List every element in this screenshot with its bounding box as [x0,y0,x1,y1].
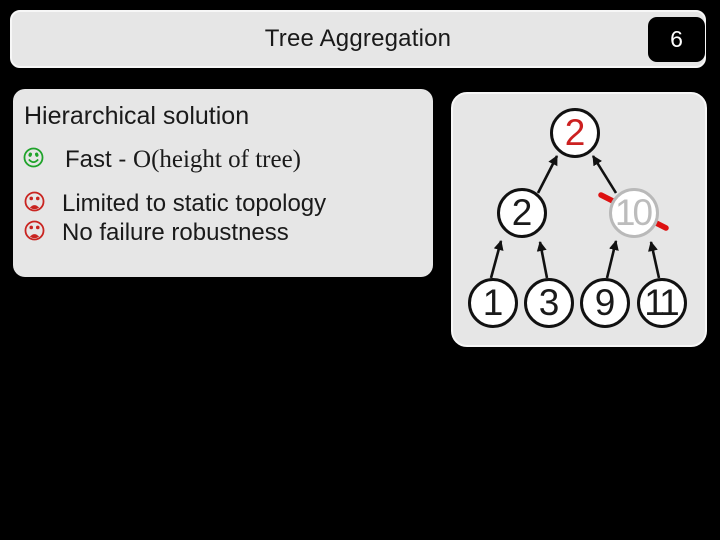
bullet-text: Limited to static topology [62,190,327,217]
node-value: 10 [614,191,653,233]
tree-node-root: 2 [550,108,600,158]
edge-9-to-10 [605,240,619,279]
bullet-no-robustness: No failure robustness [24,219,289,247]
tree-leaf-11: 11 [637,278,687,328]
node-value: 2 [564,111,586,153]
tree-leaf-9: 9 [580,278,630,328]
node-value: 3 [538,281,560,323]
bullet-static-topology: Limited to static topology [24,190,326,218]
bullet-text: No failure robustness [62,219,289,246]
happy-face-icon [23,147,44,168]
sad-face-icon [24,191,45,212]
edge-left2-to-root [536,155,559,194]
node-value: 1 [482,281,504,323]
edge-1-to-2 [489,240,504,279]
node-value: 9 [594,281,616,323]
content-heading: Hierarchical solution [24,102,250,130]
page-number-badge: 6 [648,17,705,62]
slide-title: Tree Aggregation [264,25,452,52]
edge-3-to-2 [536,241,549,279]
edge-11-to-10 [648,241,661,279]
bullet-text: Fast - O(height of tree) [65,146,301,174]
tree-node-mid-left: 2 [497,188,547,238]
tree-leaf-1: 1 [468,278,518,328]
tree-diagram-panel: 2 2 10 1 3 9 11 [451,92,707,347]
content-panel: Hierarchical solution Fast - O(height of… [13,89,433,277]
tree-leaf-3: 3 [524,278,574,328]
title-bar: Tree Aggregation [10,10,706,68]
bullet-text-sans: Fast - [65,146,134,173]
tree-node-mid-right-crossed: 10 [609,188,659,238]
sad-face-icon [24,220,45,241]
node-value: 11 [644,281,679,323]
bullet-text-serif: O(height of tree) [133,146,301,173]
node-value: 2 [511,191,533,233]
edge-10-to-root [591,155,618,194]
page-number: 6 [670,26,683,52]
bullet-fast: Fast - O(height of tree) [23,146,301,174]
